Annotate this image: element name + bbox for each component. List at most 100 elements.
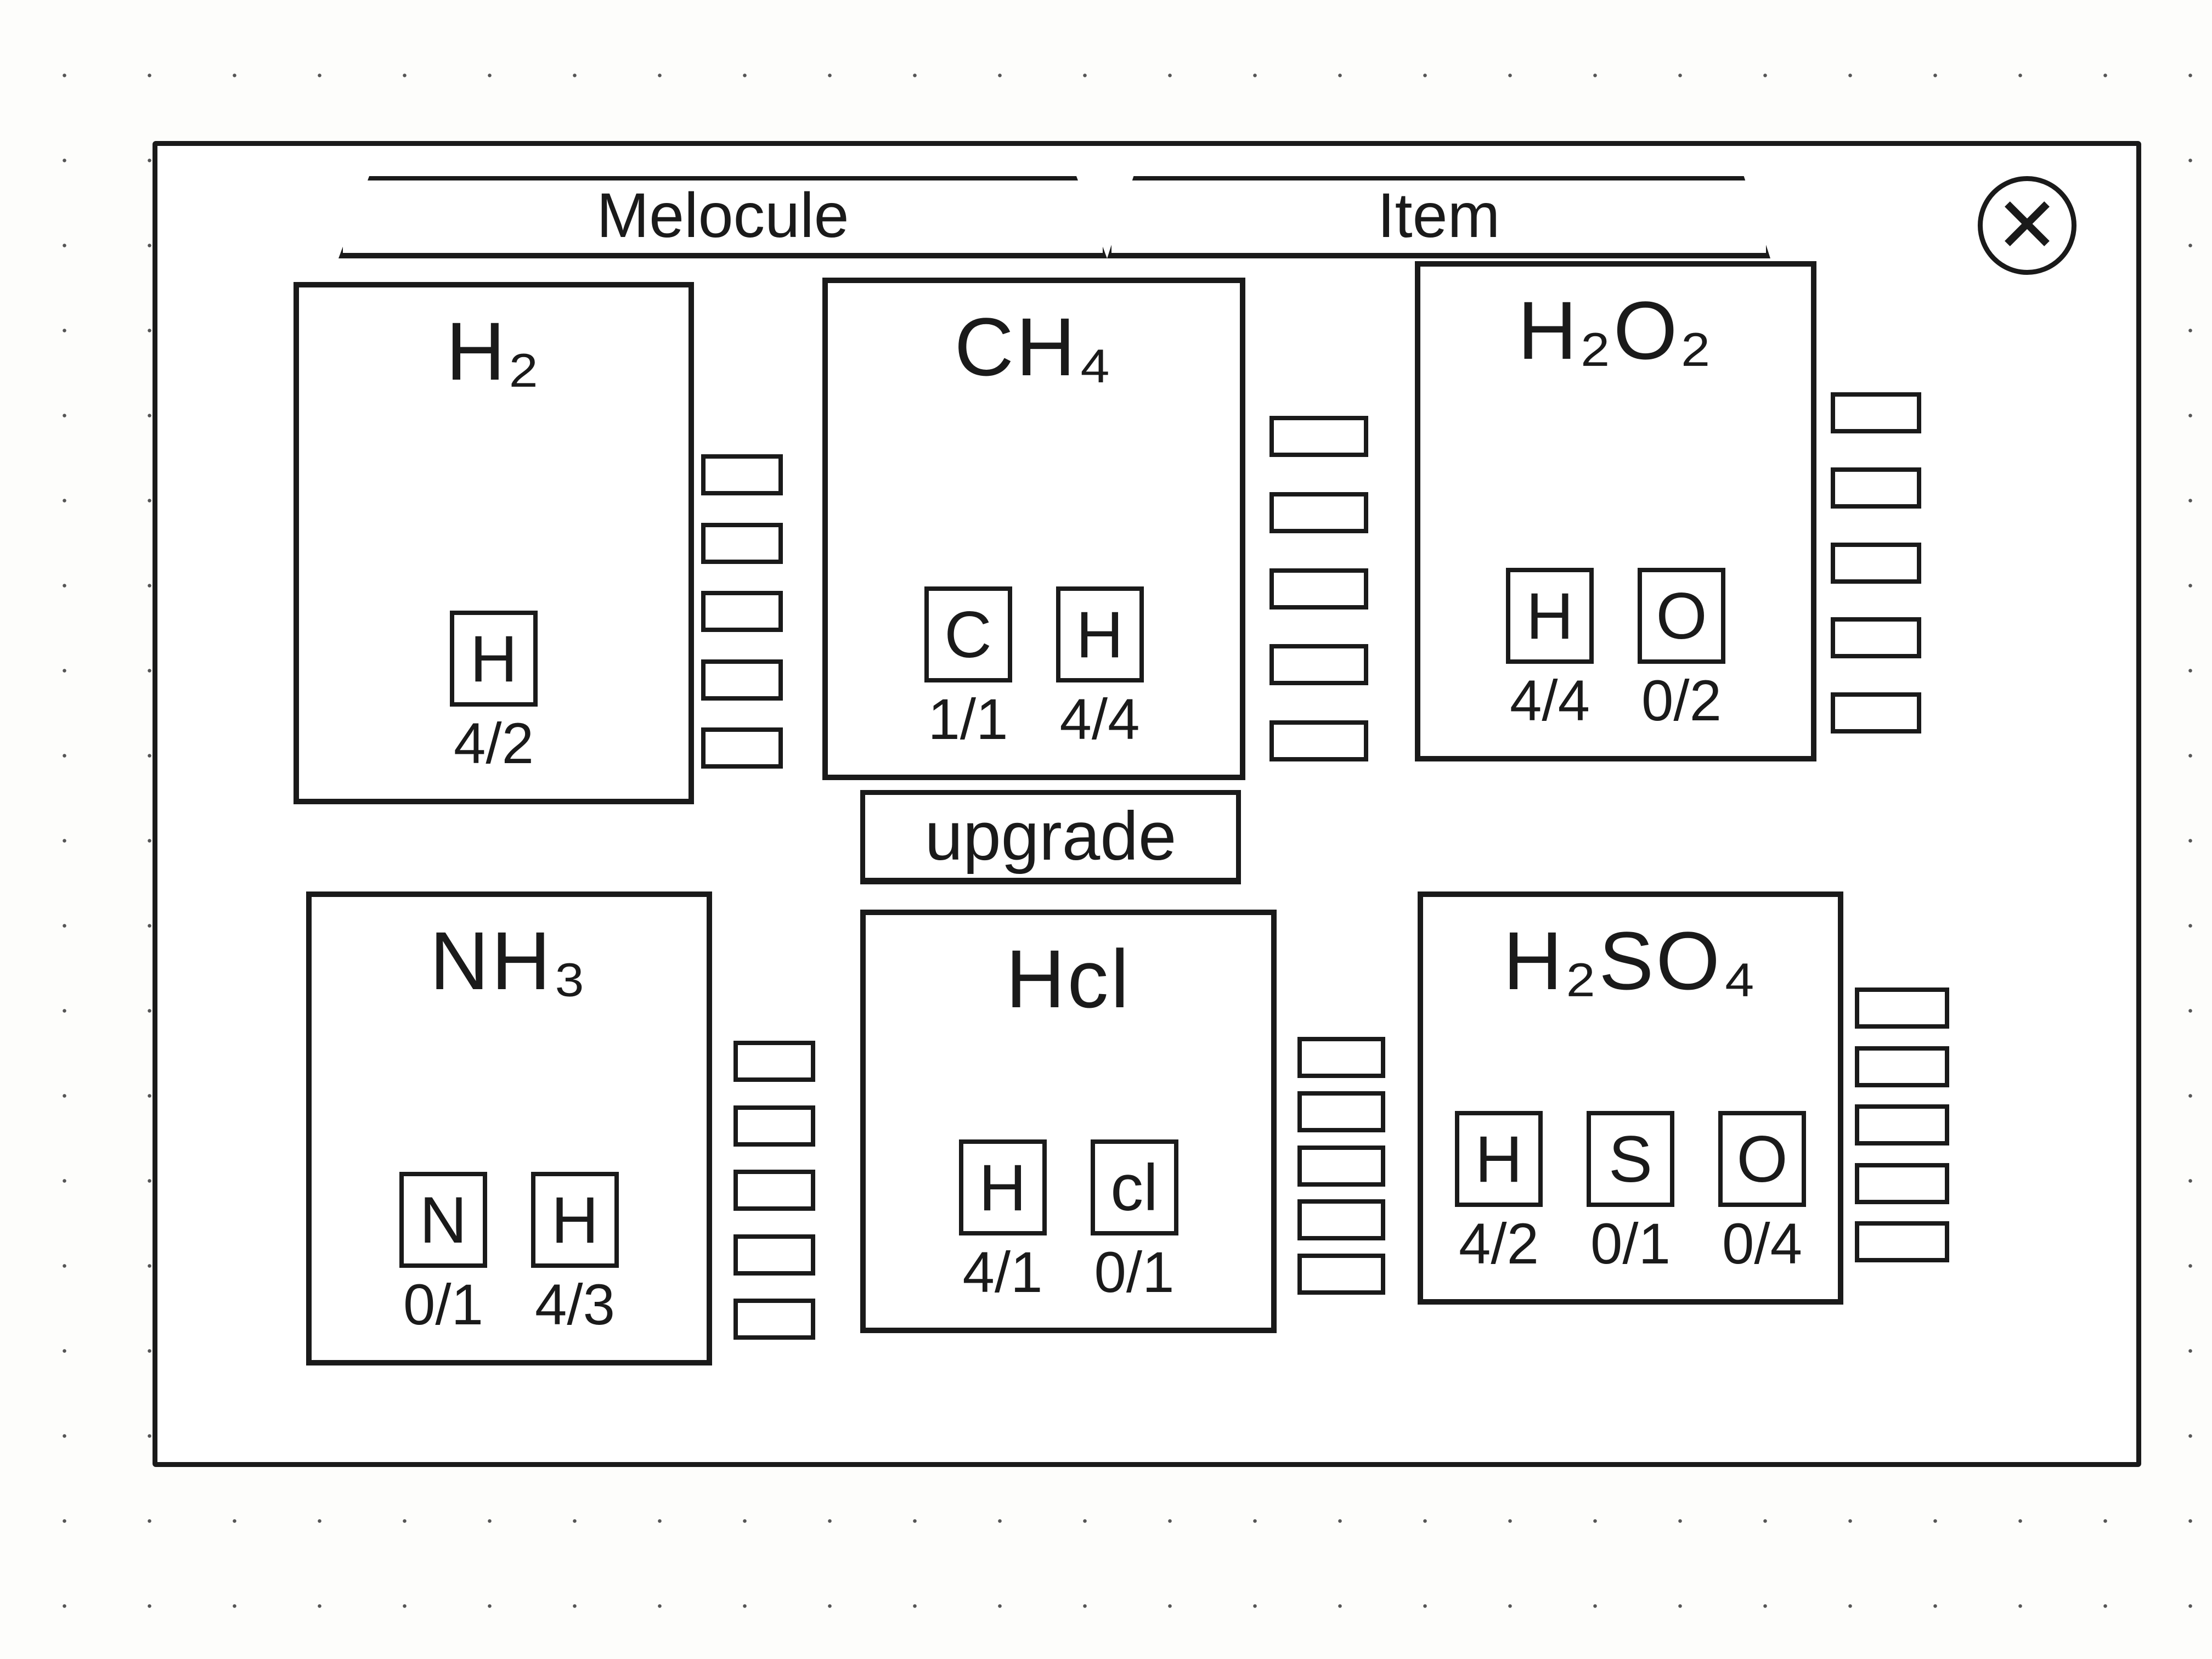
slot-box[interactable] xyxy=(1297,1254,1385,1295)
element-tile[interactable]: cl xyxy=(1090,1139,1178,1235)
slot-box[interactable] xyxy=(1269,568,1368,610)
slot-box[interactable] xyxy=(1297,1091,1385,1132)
element-symbol: H xyxy=(1526,579,1574,653)
slot-box[interactable] xyxy=(1297,1145,1385,1187)
slot-box[interactable] xyxy=(1855,988,1949,1029)
element-list: H 4/1 cl 0/1 xyxy=(958,1139,1178,1306)
element-count: 0/1 xyxy=(1094,1240,1175,1305)
element-symbol: H xyxy=(551,1183,599,1257)
element-tile[interactable]: O xyxy=(1718,1111,1806,1207)
element-item: H 4/2 xyxy=(1455,1111,1543,1277)
element-list: H 4/2 S 0/1 O 0/4 xyxy=(1455,1111,1806,1277)
element-symbol: N xyxy=(419,1183,467,1257)
slot-box[interactable] xyxy=(701,727,783,769)
element-item: H 4/4 xyxy=(1506,568,1594,734)
element-item: H 4/1 xyxy=(958,1139,1047,1306)
slot-box[interactable] xyxy=(1269,644,1368,686)
slot-stack xyxy=(1855,988,1949,1262)
element-tile[interactable]: C xyxy=(924,586,1012,682)
slot-box[interactable] xyxy=(1831,692,1921,733)
element-tile[interactable]: H xyxy=(1056,586,1144,682)
element-count: 0/1 xyxy=(1590,1212,1671,1276)
tab-label: Melocule xyxy=(596,180,849,251)
slot-box[interactable] xyxy=(1831,542,1921,584)
slot-box[interactable] xyxy=(1855,1163,1949,1204)
slot-box[interactable] xyxy=(1269,492,1368,533)
element-item: H 4/4 xyxy=(1056,586,1144,753)
element-tile[interactable]: H xyxy=(531,1172,619,1268)
element-symbol: O xyxy=(1736,1122,1788,1196)
tab-molecule[interactable]: Melocule xyxy=(338,176,1107,258)
element-tile[interactable]: H xyxy=(1506,568,1594,664)
molecule-name: H₂SO₄ xyxy=(1503,915,1758,1007)
element-count: 0/4 xyxy=(1722,1212,1802,1276)
molecule-card[interactable]: H₂ H 4/2 xyxy=(294,282,694,804)
molecule-name: H₂O₂ xyxy=(1517,284,1714,376)
slot-box[interactable] xyxy=(733,1170,815,1211)
element-tile[interactable]: N xyxy=(399,1172,487,1268)
slot-stack xyxy=(701,454,783,769)
molecule-card[interactable]: Hcl H 4/1 cl 0/1 xyxy=(860,910,1277,1333)
upgrade-label: upgrade xyxy=(924,798,1177,874)
slot-box[interactable] xyxy=(733,1299,815,1340)
molecule-card[interactable]: H₂O₂ H 4/4 O 0/2 xyxy=(1415,261,1816,761)
molecule-name: H₂ xyxy=(445,305,542,397)
slot-box[interactable] xyxy=(1855,1046,1949,1087)
element-symbol: H xyxy=(979,1150,1026,1224)
slot-box[interactable] xyxy=(1855,1104,1949,1146)
slot-box[interactable] xyxy=(1831,467,1921,509)
slot-box[interactable] xyxy=(1855,1221,1949,1262)
element-symbol: O xyxy=(1656,579,1707,653)
close-icon: ✕ xyxy=(1995,182,2059,268)
element-count: 4/4 xyxy=(1059,687,1140,752)
molecule-name: NH₃ xyxy=(430,915,589,1007)
element-tile[interactable]: H xyxy=(450,611,538,707)
element-tile[interactable]: O xyxy=(1638,568,1725,664)
molecule-card[interactable]: CH₄ C 1/1 H 4/4 xyxy=(822,278,1245,780)
slot-stack xyxy=(1269,416,1368,761)
element-symbol: H xyxy=(1076,597,1124,672)
slot-box[interactable] xyxy=(733,1234,815,1276)
element-tile[interactable]: H xyxy=(1455,1111,1543,1207)
element-tile[interactable]: H xyxy=(958,1139,1047,1235)
element-count: 4/2 xyxy=(1459,1212,1539,1276)
slot-box[interactable] xyxy=(733,1041,815,1082)
element-item: O 0/2 xyxy=(1638,568,1725,734)
slot-box[interactable] xyxy=(701,659,783,701)
element-item: C 1/1 xyxy=(924,586,1012,753)
slot-box[interactable] xyxy=(1297,1037,1385,1078)
slot-box[interactable] xyxy=(701,522,783,564)
element-item: N 0/1 xyxy=(399,1172,487,1338)
slot-box[interactable] xyxy=(1269,720,1368,761)
element-count: 4/2 xyxy=(454,712,534,776)
element-count: 4/1 xyxy=(962,1240,1043,1305)
molecule-name: Hcl xyxy=(1006,933,1131,1025)
upgrade-button[interactable]: upgrade xyxy=(860,790,1241,884)
element-symbol: S xyxy=(1608,1122,1653,1196)
element-symbol: cl xyxy=(1110,1150,1158,1224)
slot-box[interactable] xyxy=(1831,617,1921,659)
slot-box[interactable] xyxy=(1831,392,1921,433)
slot-box[interactable] xyxy=(733,1105,815,1147)
slot-box[interactable] xyxy=(1297,1199,1385,1241)
element-list: H 4/2 xyxy=(450,611,538,777)
element-list: H 4/4 O 0/2 xyxy=(1506,568,1725,734)
close-button[interactable]: ✕ xyxy=(1978,176,2076,275)
slot-stack xyxy=(733,1041,815,1340)
molecule-card[interactable]: NH₃ N 0/1 H 4/3 xyxy=(306,891,712,1365)
slot-stack xyxy=(1297,1037,1385,1295)
element-item: S 0/1 xyxy=(1587,1111,1674,1277)
element-item: O 0/4 xyxy=(1718,1111,1806,1277)
tab-label: Item xyxy=(1377,180,1500,251)
slot-box[interactable] xyxy=(701,454,783,495)
element-item: H 4/3 xyxy=(531,1172,619,1338)
slot-box[interactable] xyxy=(1269,416,1368,457)
tab-item[interactable]: Item xyxy=(1107,176,1770,258)
element-count: 0/1 xyxy=(403,1273,483,1337)
element-tile[interactable]: S xyxy=(1587,1111,1674,1207)
slot-box[interactable] xyxy=(701,591,783,632)
molecule-card[interactable]: H₂SO₄ H 4/2 S 0/1 O 0/4 xyxy=(1418,891,1843,1305)
element-count: 4/4 xyxy=(1510,669,1590,733)
element-item: cl 0/1 xyxy=(1090,1139,1178,1306)
element-symbol: H xyxy=(1475,1122,1523,1196)
